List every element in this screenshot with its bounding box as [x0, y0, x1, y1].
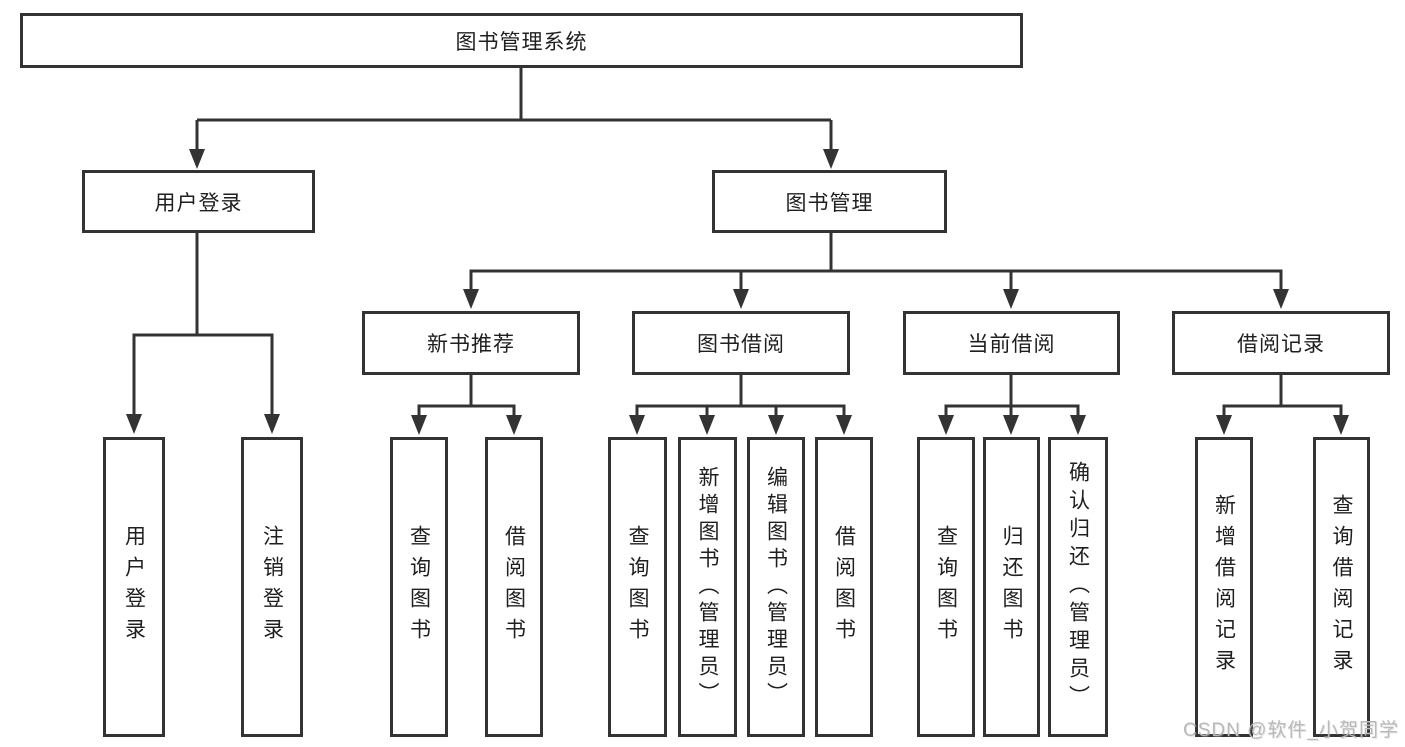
arrowhead-icon: [1273, 289, 1289, 309]
leaf-borrow-edit: 编辑图书（管理员）: [747, 437, 805, 737]
node-new-book-recommend: 新书推荐: [362, 311, 580, 375]
arrowhead-icon: [1333, 415, 1349, 435]
leaf-borrow-add: 新增图书（管理员）: [678, 437, 737, 737]
node-user-login: 用户登录: [82, 170, 315, 233]
node-book-borrow: 图书借阅: [632, 311, 850, 375]
arrowhead-icon: [823, 149, 839, 169]
arrowhead-icon: [411, 415, 427, 435]
arrowhead-icon: [629, 415, 645, 435]
arrowhead-icon: [836, 415, 852, 435]
leaf-logout: 注销登录: [241, 437, 303, 737]
arrowhead-icon: [463, 289, 479, 309]
connector-borrow-records: [1216, 375, 1349, 435]
arrowhead-icon: [1070, 415, 1086, 435]
arrowhead-icon: [699, 415, 715, 435]
leaf-records-add: 新增借阅记录: [1195, 437, 1253, 737]
connector-new-book-recommend: [411, 375, 522, 435]
connector-user-login: [126, 233, 280, 434]
leaf-borrow-borrow: 借阅图书: [815, 437, 873, 737]
leaf-user-login: 用户登录: [103, 437, 165, 737]
node-borrow-records: 借阅记录: [1172, 311, 1390, 375]
connector-book-borrow: [629, 375, 852, 435]
leaf-newbook-borrow: 借阅图书: [485, 437, 543, 737]
node-current-borrow: 当前借阅: [903, 311, 1120, 375]
arrowhead-icon: [1216, 415, 1232, 435]
leaf-borrow-query: 查询图书: [608, 437, 667, 737]
arrowhead-icon: [1003, 289, 1019, 309]
node-root: 图书管理系统: [20, 13, 1023, 68]
node-book-management: 图书管理: [712, 170, 947, 233]
arrowhead-icon: [733, 289, 749, 309]
arrowhead-icon: [938, 415, 954, 435]
arrowhead-icon: [189, 149, 205, 169]
leaf-current-return: 归还图书: [983, 437, 1040, 737]
arrowhead-icon: [506, 415, 522, 435]
arrowhead-icon: [768, 415, 784, 435]
arrowhead-icon: [126, 414, 142, 434]
connector-root: [189, 68, 839, 169]
leaf-current-query: 查询图书: [917, 437, 975, 737]
arrowhead-icon: [264, 414, 280, 434]
connector-book-management: [463, 233, 1289, 309]
arrowhead-icon: [1003, 415, 1019, 435]
connector-current-borrow: [938, 375, 1086, 435]
leaf-newbook-query: 查询图书: [390, 437, 448, 737]
leaf-records-query: 查询借阅记录: [1313, 437, 1370, 737]
csdn-watermark: CSDN @软件_小贺同学: [1183, 720, 1399, 741]
leaf-current-confirm: 确认归还（管理员）: [1048, 437, 1108, 737]
